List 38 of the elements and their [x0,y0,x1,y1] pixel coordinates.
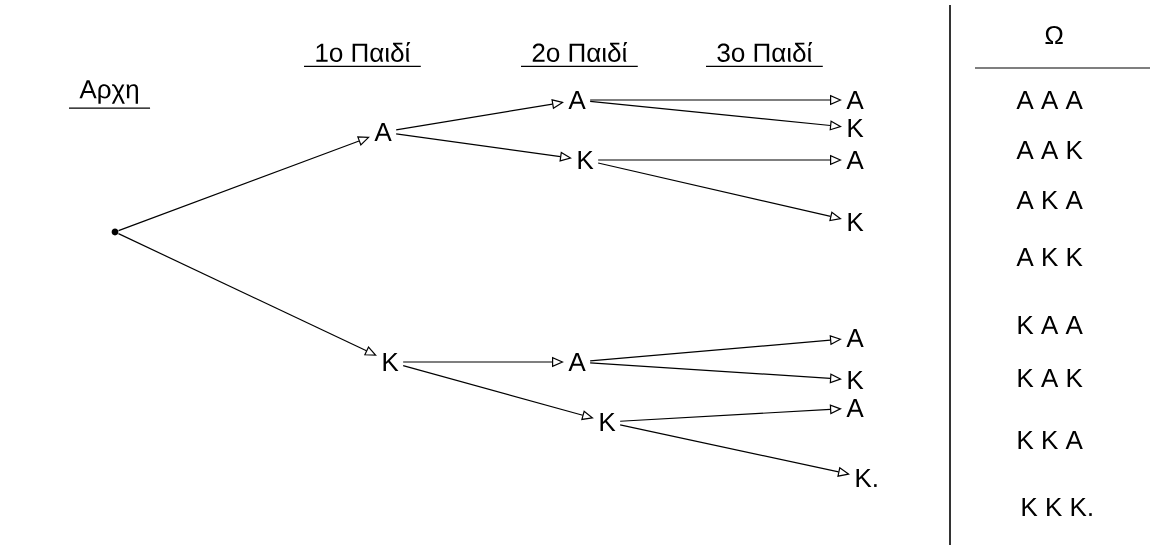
outcome-letter: Α [568,91,586,109]
column-heading: 1ο Παιδί [303,42,422,67]
arrow [402,365,594,421]
outcome-letter: Κ [578,151,594,169]
arrow [395,133,572,162]
outcome-row: Κ Κ Α [1018,431,1083,449]
outcome-letter: Α [846,91,864,109]
outcome-letter: Α [846,151,864,169]
outcome-row: Α Κ Κ [1016,248,1083,266]
outcome-letter: Κ [848,213,864,231]
arrow [619,404,842,422]
outcome-letter: Α [846,399,864,417]
arrow [589,100,842,131]
outcome-row: Κ Κ Κ. [1022,498,1092,516]
outcome-row: Κ Α Κ [1018,369,1083,387]
outcome-row: Α Α Κ [1016,141,1083,159]
arrow [589,335,842,362]
arrow [117,136,370,232]
outcome-letter: Α [568,353,586,371]
column-heading: Ω [1045,25,1063,45]
arrow [589,362,842,384]
outcome-letter: Κ [600,413,616,431]
outcome-row: Α Α Α [1016,91,1083,109]
outcome-row: Α Κ Α [1016,191,1083,209]
column-heading: 3ο Παιδί [705,42,824,67]
column-heading: 2ο Παιδί [520,42,639,67]
column-heading: Αρχη [68,80,151,109]
outcome-letter: Κ [383,353,399,371]
outcome-letter: Κ [848,371,864,389]
outcome-letter: Κ [848,119,864,137]
outcome-letter: Κ. [856,469,877,487]
arrow [117,233,377,356]
outcome-letter: Α [846,329,864,347]
outcome-row: Κ Α Α [1018,316,1083,334]
arrow [395,99,564,131]
arrow [597,162,842,222]
outcome-letter: Α [374,123,392,141]
arrow [619,424,850,477]
